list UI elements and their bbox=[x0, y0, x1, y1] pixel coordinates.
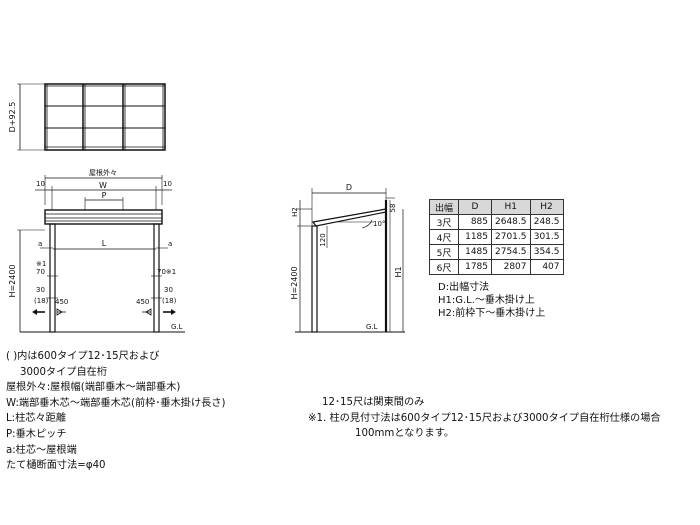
note-line: 3000タイプ自在桁 bbox=[20, 366, 108, 378]
val70-left-label: 70 bbox=[36, 268, 45, 276]
note-line: W:端部垂木芯～端部垂木芯(前枠･垂木掛け長さ) bbox=[6, 397, 226, 409]
bottom-note-line: ※1. 柱の見付寸法は600タイプ12･15尺および3000タイプ自在桁仕様の場… bbox=[308, 412, 661, 424]
pitch-label: P bbox=[102, 191, 107, 200]
note1-left-label: ※1 bbox=[36, 260, 46, 268]
val120-label: 120 bbox=[319, 233, 327, 246]
table-row: 5尺 1485 2754.5 354.5 bbox=[429, 244, 564, 260]
table-cell: 2648.5 bbox=[491, 214, 531, 230]
val30-left-label: 30 bbox=[36, 286, 45, 294]
gutter-right-label: 450 bbox=[136, 298, 149, 306]
gutter-left-label: 450 bbox=[55, 298, 68, 306]
val18-right-label: (18) bbox=[162, 297, 177, 305]
gl-side-label: G.L bbox=[366, 323, 378, 331]
table-cell: 354.5 bbox=[529, 244, 564, 260]
legend-line: H2:前枠下～垂木掛け上 bbox=[438, 308, 546, 319]
note-line: P:垂木ピッチ bbox=[6, 428, 67, 440]
table-cell: 2754.5 bbox=[491, 244, 531, 260]
table-cell: 4尺 bbox=[429, 229, 459, 245]
a-right-label: a bbox=[168, 240, 172, 248]
span-label: L bbox=[102, 239, 107, 248]
open-arrow-left-icon bbox=[56, 308, 63, 316]
spec-table: 出幅 D H1 H2 3尺 885 2648.5 248.5 4尺 1185 2… bbox=[429, 199, 564, 275]
plan-outline bbox=[44, 83, 166, 151]
val30-right-label: 30 bbox=[164, 286, 173, 294]
table-cell: 5尺 bbox=[429, 244, 459, 260]
table-cell: 301.5 bbox=[529, 229, 564, 245]
side-elevation bbox=[295, 188, 405, 333]
header-cell: D bbox=[458, 199, 492, 215]
val58-label: 58 bbox=[389, 204, 397, 213]
table-cell: 2807 bbox=[491, 259, 531, 275]
table-cell: 885 bbox=[458, 214, 492, 230]
depth-label: D bbox=[346, 183, 352, 192]
edge-right-label: 10 bbox=[163, 180, 172, 188]
gutter-arrow-left-icon bbox=[32, 309, 37, 315]
header-cell: H1 bbox=[491, 199, 531, 215]
header-cell: 出幅 bbox=[429, 199, 459, 215]
table-cell: 1185 bbox=[458, 229, 492, 245]
width-label: W bbox=[99, 181, 107, 190]
post-left bbox=[49, 223, 56, 333]
plan-view bbox=[17, 83, 166, 151]
a-left-label: a bbox=[38, 240, 42, 248]
front-elevation bbox=[17, 175, 185, 333]
side-height-label: H=2400 bbox=[290, 266, 299, 299]
plan-depth-label: D+92.5 bbox=[8, 102, 17, 133]
table-cell: 6尺 bbox=[429, 259, 459, 275]
table-row: 4尺 1185 2701.5 301.5 bbox=[429, 229, 564, 245]
header-cell: H2 bbox=[529, 199, 564, 215]
table-row: 6尺 1785 2807 407 bbox=[429, 259, 564, 275]
bottom-note-line: 12･15尺は関東間のみ bbox=[322, 397, 425, 408]
gutter-arrow-right-icon bbox=[171, 309, 176, 315]
edge-left-label: 10 bbox=[36, 180, 45, 188]
gl-front-label: G.L bbox=[171, 323, 183, 331]
h2-label: H2 bbox=[291, 207, 299, 217]
table-cell: 3尺 bbox=[429, 214, 459, 230]
roof-outer-label: 屋根外々 bbox=[89, 168, 117, 177]
h1-label: H1 bbox=[394, 266, 403, 277]
table-cell: 407 bbox=[529, 259, 564, 275]
roof-slope bbox=[311, 208, 387, 227]
notes: ( )内は600タイプ12･15尺および 3000タイプ自在桁 屋根外々:屋根幅… bbox=[6, 349, 226, 474]
front-height-label: H=2400 bbox=[8, 264, 17, 297]
table-cell: 248.5 bbox=[529, 214, 564, 230]
table-header-row: 出幅 D H1 H2 bbox=[429, 199, 564, 215]
note-line: 屋根外々:屋根幅(端部垂木～端部垂木) bbox=[6, 382, 181, 394]
post-right bbox=[153, 223, 160, 333]
side-post bbox=[311, 225, 318, 333]
note-line: a:柱芯～屋根端 bbox=[6, 444, 77, 456]
table-cell: 1485 bbox=[458, 244, 492, 260]
bottom-note-line: 100mmとなります。 bbox=[355, 428, 455, 440]
angle-label: 10° bbox=[373, 220, 385, 228]
legend: D:出幅寸法 H1:G.L.～垂木掛け上 H2:前枠下～垂木掛け上 bbox=[438, 281, 545, 320]
legend-line: H1:G.L.～垂木掛け上 bbox=[438, 295, 535, 306]
table-cell: 2701.5 bbox=[491, 229, 531, 245]
bottom-notes: 12･15尺は関東間のみ ※1. 柱の見付寸法は600タイプ12･15尺および3… bbox=[308, 395, 661, 442]
note-line: ( )内は600タイプ12･15尺および bbox=[6, 351, 160, 362]
table-row: 3尺 885 2648.5 248.5 bbox=[429, 214, 564, 230]
val18-left-label: (18) bbox=[34, 297, 49, 305]
open-arrow-right-icon bbox=[145, 308, 152, 316]
table-cell: 1785 bbox=[458, 259, 492, 275]
legend-line: D:出幅寸法 bbox=[438, 282, 490, 293]
note-line: L:柱芯々距離 bbox=[6, 413, 67, 425]
note-line: たて樋断面寸法=φ40 bbox=[6, 460, 106, 472]
note1-right-label: 70※1 bbox=[157, 268, 176, 276]
front-beam bbox=[44, 209, 163, 225]
